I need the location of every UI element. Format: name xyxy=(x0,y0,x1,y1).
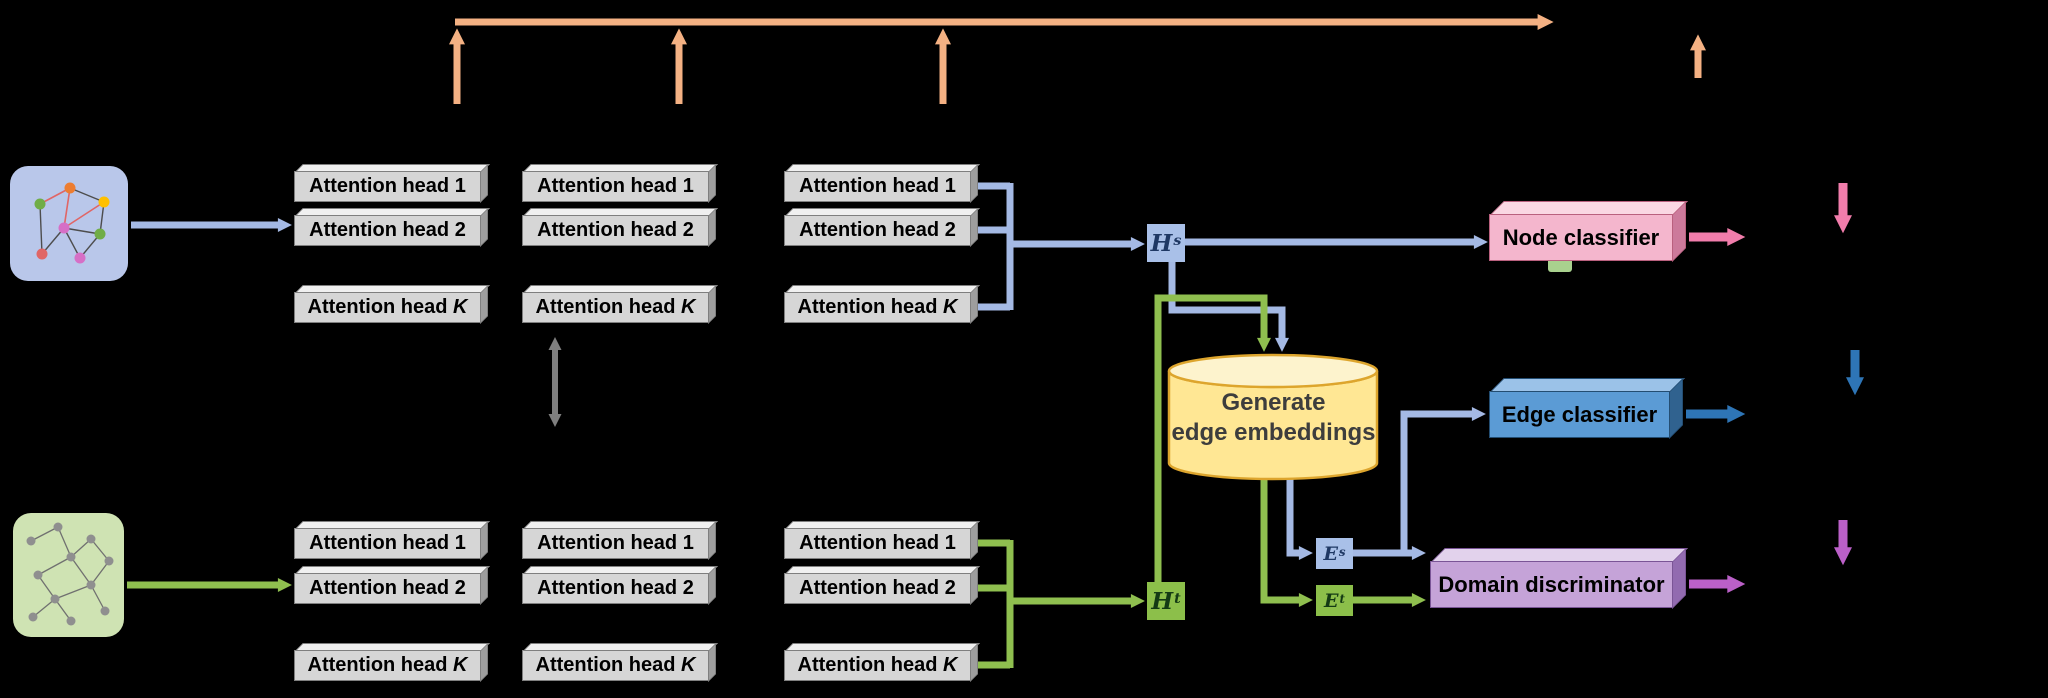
cylinder-to-et-arrow xyxy=(1260,478,1313,607)
source-graph-panel xyxy=(10,166,128,281)
attention-head-box: Attention head 1 xyxy=(784,528,971,559)
attention-head-box: Attention head K xyxy=(522,292,709,323)
target-graph-illustration xyxy=(26,522,114,626)
attention-head-box: Attention head 1 xyxy=(294,171,481,202)
source-graph-illustration xyxy=(34,182,110,264)
generate-edge-embeddings-label: Generate edge embeddings xyxy=(1171,389,1376,446)
attention-head-box: Attention head K xyxy=(784,292,971,323)
attention-head-box: Attention head K xyxy=(294,292,481,323)
attention-head-box: Attention head 1 xyxy=(522,171,709,202)
attention-head-box: Attention head 2 xyxy=(784,215,971,246)
attention-head-box: Attention head 1 xyxy=(784,171,971,202)
attention-head-box: Attention head 2 xyxy=(522,573,709,604)
attention-head-box: Attention head 2 xyxy=(784,573,971,604)
target-graph-panel xyxy=(13,513,124,637)
edge-embedding-cylinder xyxy=(1167,353,1379,481)
target-concat-bracket xyxy=(977,539,1014,669)
attention-head-box: Attention head 2 xyxy=(294,215,481,246)
node-classifier-box: Node classifier xyxy=(1489,214,1673,261)
edge-classifier-box: Edge classifier xyxy=(1489,391,1670,438)
attention-head-box: Attention head K xyxy=(784,650,971,681)
ht-to-cylinder-arrow xyxy=(1154,294,1271,582)
cylinder-to-es-arrow xyxy=(1286,478,1313,560)
attention-head-box: Attention head 1 xyxy=(294,528,481,559)
attention-head-box: Attention head 1 xyxy=(522,528,709,559)
attention-head-box: Attention head 2 xyxy=(522,215,709,246)
attention-head-box: Attention head K xyxy=(294,650,481,681)
domain-discriminator-box: Domain discriminator xyxy=(1430,561,1673,608)
hs-to-cylinder-arrow xyxy=(1168,262,1289,352)
es-to-edge-classifier-arrow xyxy=(1400,407,1486,553)
attention-head-box: Attention head 2 xyxy=(294,573,481,604)
source-concat-bracket xyxy=(977,182,1014,311)
attention-head-box: Attention head K xyxy=(522,650,709,681)
